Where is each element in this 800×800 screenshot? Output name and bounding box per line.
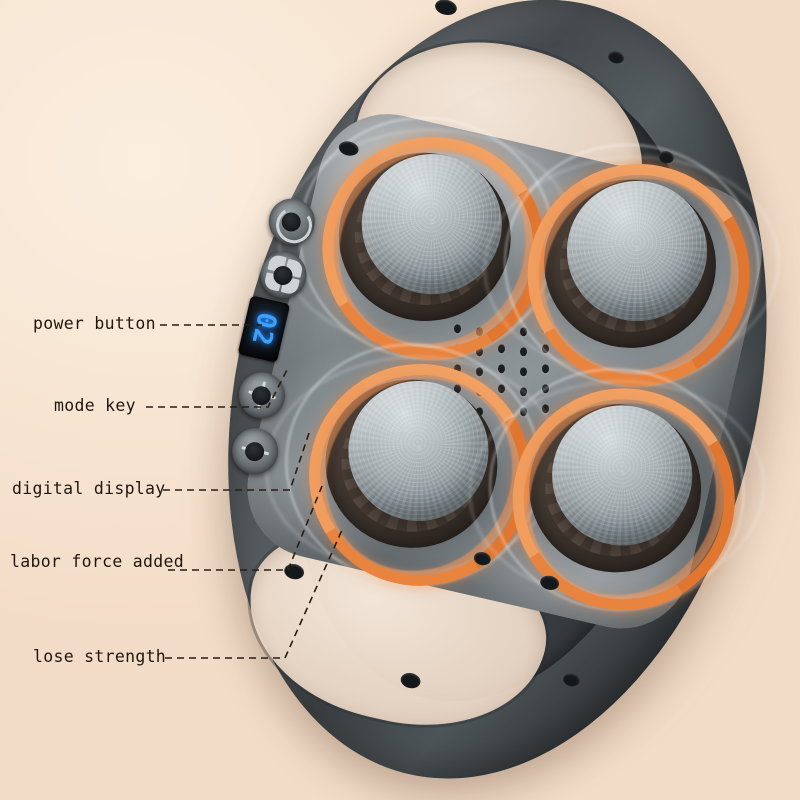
callout-label-power-button: power button: [33, 314, 156, 333]
callout-label-labor-force-added: labor force added: [10, 552, 184, 571]
callout-label-lose-strength: lose strength: [33, 647, 167, 666]
callout-label-mode-key: mode key: [54, 396, 136, 415]
callout-label-digital-display: digital display: [12, 479, 166, 498]
